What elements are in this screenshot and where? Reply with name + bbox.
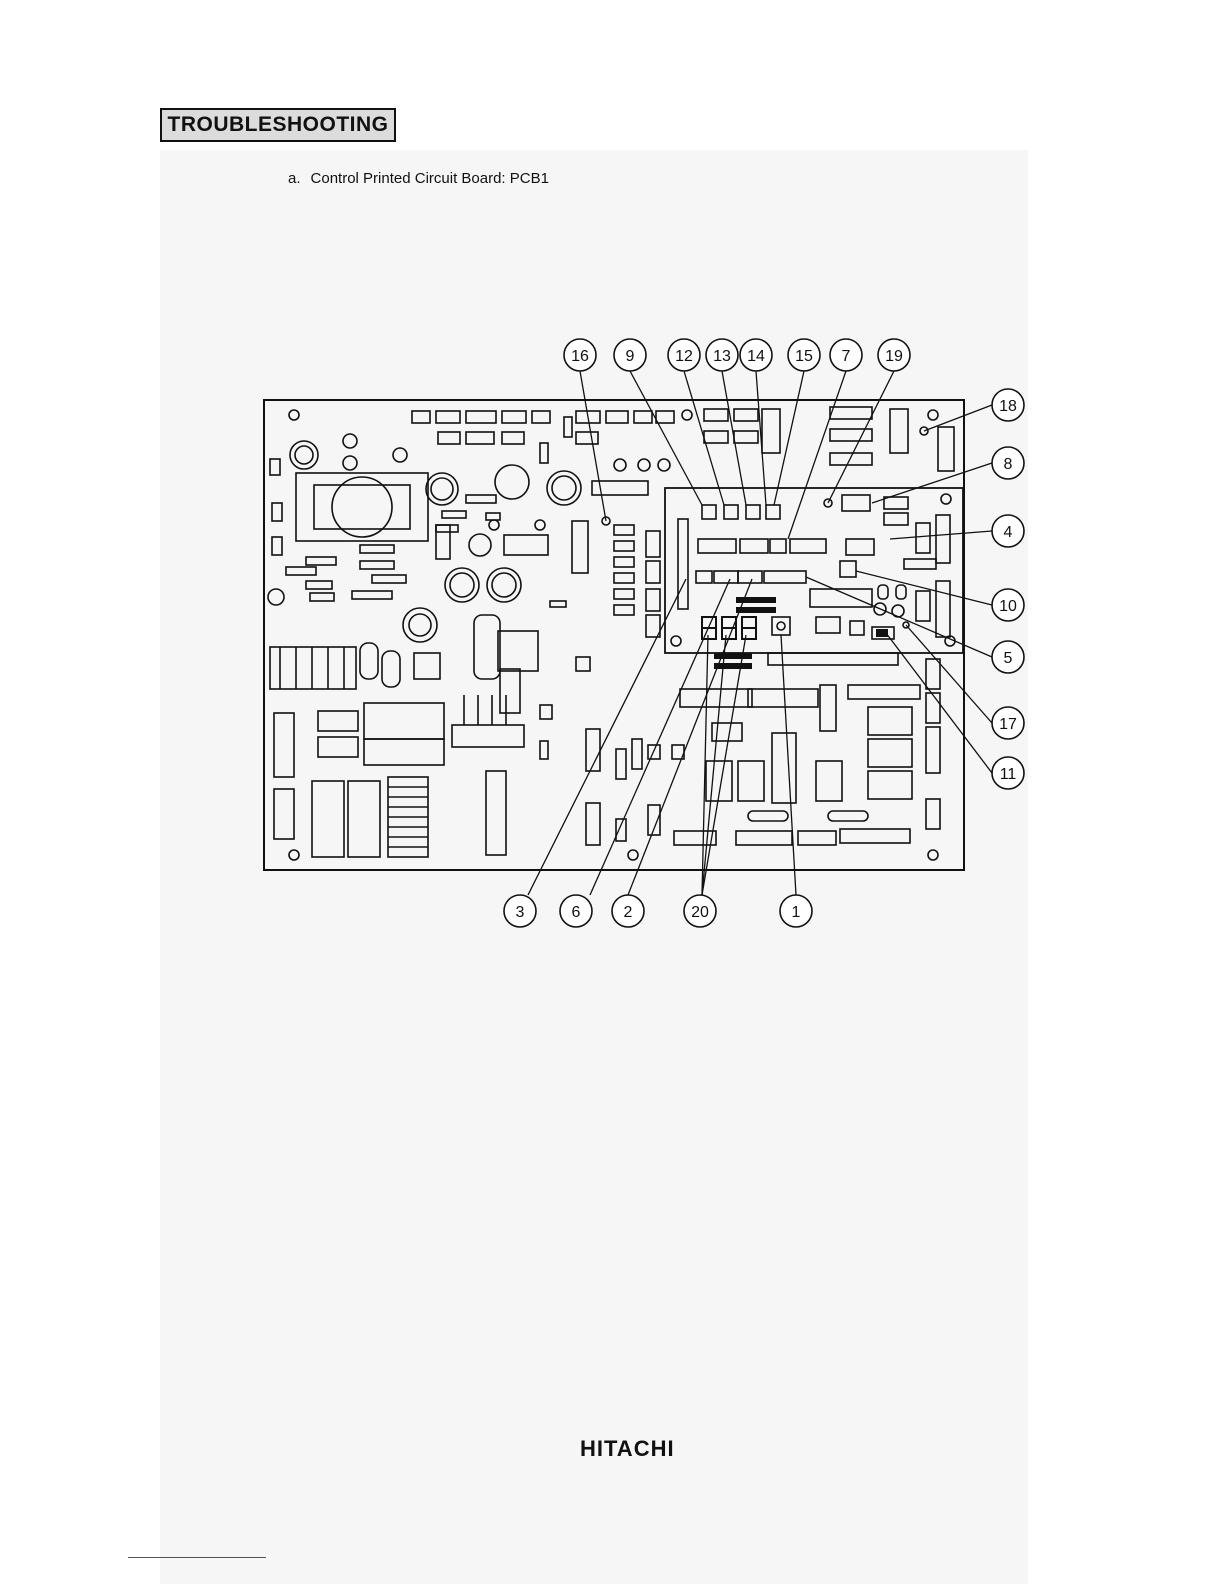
caption-letter: a. bbox=[288, 170, 301, 187]
callout-number: 13 bbox=[713, 348, 731, 365]
callout-number: 19 bbox=[885, 348, 903, 365]
callout-number: 18 bbox=[999, 398, 1017, 415]
callouts-top bbox=[564, 339, 910, 371]
callout-number: 12 bbox=[675, 348, 693, 365]
callout-number: 14 bbox=[747, 348, 765, 365]
leader-lines bbox=[528, 371, 992, 895]
relays bbox=[274, 659, 940, 857]
callout-number: 11 bbox=[1000, 766, 1017, 783]
callout-number: 7 bbox=[842, 348, 851, 365]
callout-number: 1 bbox=[792, 904, 801, 921]
callout-number: 9 bbox=[626, 348, 635, 365]
callout-number: 8 bbox=[1004, 456, 1013, 473]
transformer bbox=[296, 473, 428, 541]
callout-number: 5 bbox=[1004, 650, 1013, 667]
callout-number: 16 bbox=[571, 348, 589, 365]
callout-number: 20 bbox=[691, 904, 709, 921]
callout-number: 3 bbox=[516, 904, 525, 921]
callout-number: 6 bbox=[572, 904, 581, 921]
seven-segment-display bbox=[702, 617, 756, 639]
section-title: TROUBLESHOOTING bbox=[160, 108, 396, 142]
callouts-bottom bbox=[504, 895, 812, 927]
callout-number: 4 bbox=[1004, 524, 1013, 541]
callout-number: 2 bbox=[624, 904, 633, 921]
brand-logo: HITACHI bbox=[580, 1436, 675, 1462]
figure-caption: a. Control Printed Circuit Board: PCB1 bbox=[288, 170, 549, 187]
callout-number: 10 bbox=[999, 598, 1017, 615]
pcb-diagram: 16 9 12 13 14 15 7 19 18 8 4 10 5 17 11 … bbox=[250, 335, 1040, 935]
callout-number: 15 bbox=[795, 348, 813, 365]
capacitors bbox=[268, 434, 670, 642]
footer-rule bbox=[128, 1557, 266, 1558]
caption-text: Control Printed Circuit Board: PCB1 bbox=[311, 170, 549, 187]
callout-number: 17 bbox=[999, 716, 1017, 733]
